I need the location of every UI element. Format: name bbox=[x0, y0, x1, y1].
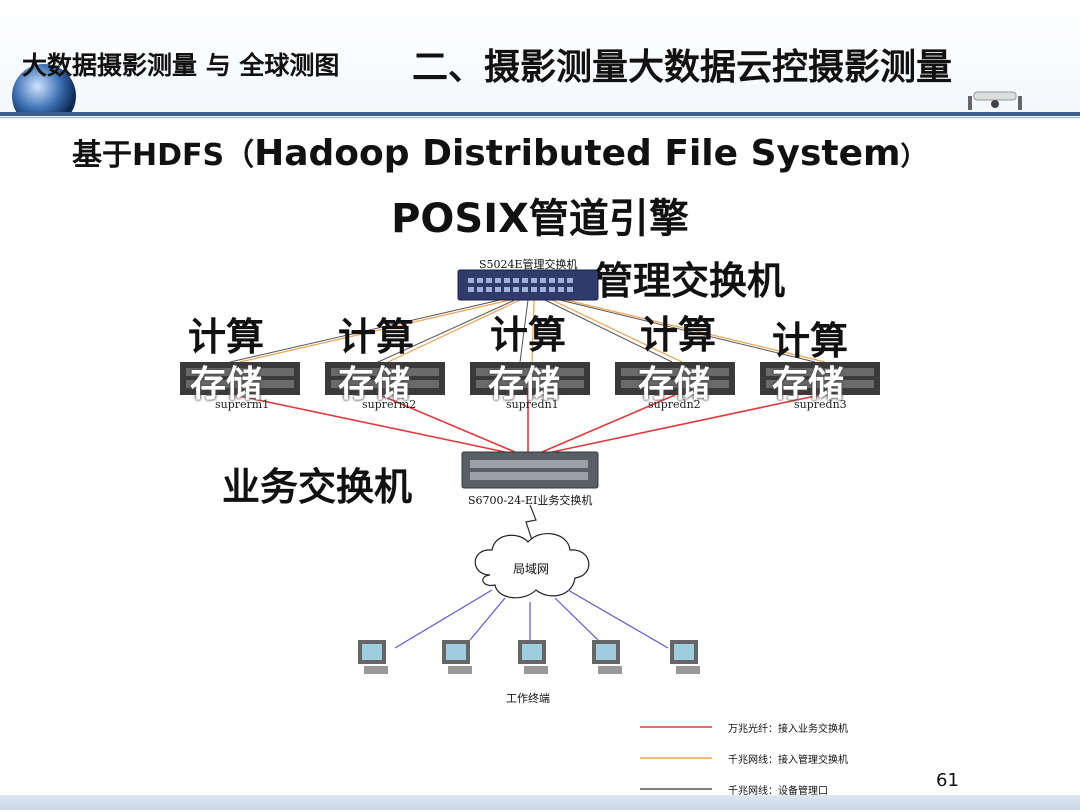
wan-link bbox=[525, 504, 537, 541]
node-name-2: suprerm2 bbox=[362, 398, 417, 411]
course-title: 大数据摄影测量 与 全球测图 bbox=[22, 51, 340, 80]
title-suffix: ） bbox=[900, 142, 927, 172]
management-switch-device-label: S5024E管理交换机 bbox=[479, 258, 578, 271]
workstation-2 bbox=[442, 640, 472, 674]
server-supredn2 bbox=[615, 362, 735, 395]
header-divider-thin bbox=[0, 117, 1080, 118]
workstation-icons bbox=[358, 640, 700, 674]
server-racks bbox=[180, 362, 880, 395]
node-name-3: supredn1 bbox=[506, 398, 559, 411]
service-switch-device-label: S6700-24-EI业务交换机 bbox=[468, 494, 593, 507]
server-supredn3 bbox=[760, 362, 880, 395]
management-switch-role-label: 管理交换机 bbox=[595, 259, 786, 303]
storage-label-3: 存储 bbox=[488, 364, 561, 405]
legend-gigabit-management: 千兆网线：接入管理交换机 bbox=[728, 755, 848, 766]
compute-label-5: 计算 bbox=[772, 319, 849, 363]
server-supredn1 bbox=[470, 362, 590, 395]
title-main: Hadoop Distributed File System bbox=[254, 133, 901, 174]
storage-label-1: 存储 bbox=[190, 364, 263, 405]
service-switch bbox=[461, 451, 599, 489]
storage-label-4: 存储 bbox=[638, 364, 711, 405]
lan-label: 局域网 bbox=[513, 562, 550, 576]
main-title-line2: POSIX管道引擎 bbox=[391, 196, 689, 242]
node-name-4: supredn2 bbox=[648, 398, 701, 411]
storage-label-5: 存储 bbox=[772, 364, 845, 405]
workstation-3 bbox=[518, 640, 548, 674]
server-suprerm2 bbox=[325, 362, 445, 395]
page-number: 61 bbox=[936, 770, 959, 791]
lan-links bbox=[394, 589, 669, 649]
compute-label-1: 计算 bbox=[188, 315, 265, 359]
compute-label-3: 计算 bbox=[490, 313, 567, 357]
footer-band bbox=[0, 795, 1080, 810]
globe-icon bbox=[12, 64, 76, 116]
compute-label-2: 计算 bbox=[338, 315, 415, 359]
management-links bbox=[229, 299, 826, 363]
storage-label-2: 存储 bbox=[338, 364, 411, 405]
drone-icon bbox=[968, 91, 1022, 110]
node-name-5: supredn3 bbox=[794, 398, 847, 411]
header-band bbox=[0, 0, 1080, 120]
workstation-1 bbox=[358, 640, 388, 674]
service-switch-role-label: 业务交换机 bbox=[222, 465, 413, 509]
fiber-links bbox=[234, 394, 821, 453]
main-title-line1: 基于HDFS（Hadoop Distributed File System） bbox=[72, 130, 927, 174]
legend-fiber: 万兆光纤：接入业务交换机 bbox=[728, 724, 848, 735]
title-prefix: 基于HDFS（ bbox=[72, 138, 255, 173]
compute-label-4: 计算 bbox=[640, 313, 717, 357]
cloud-icon bbox=[474, 533, 590, 599]
workstation-5 bbox=[670, 640, 700, 674]
legend-swatches bbox=[640, 726, 712, 790]
legend-management-port: 千兆网线：设备管理口 bbox=[728, 786, 828, 797]
header-divider bbox=[0, 112, 1080, 116]
section-title: 二、摄影测量大数据云控摄影测量 bbox=[412, 47, 953, 88]
workstation-4 bbox=[592, 640, 622, 674]
node-name-1: suprerm1 bbox=[215, 398, 270, 411]
server-suprerm1 bbox=[180, 362, 300, 395]
workstations-label: 工作终端 bbox=[506, 692, 550, 705]
management-switch bbox=[457, 269, 599, 301]
